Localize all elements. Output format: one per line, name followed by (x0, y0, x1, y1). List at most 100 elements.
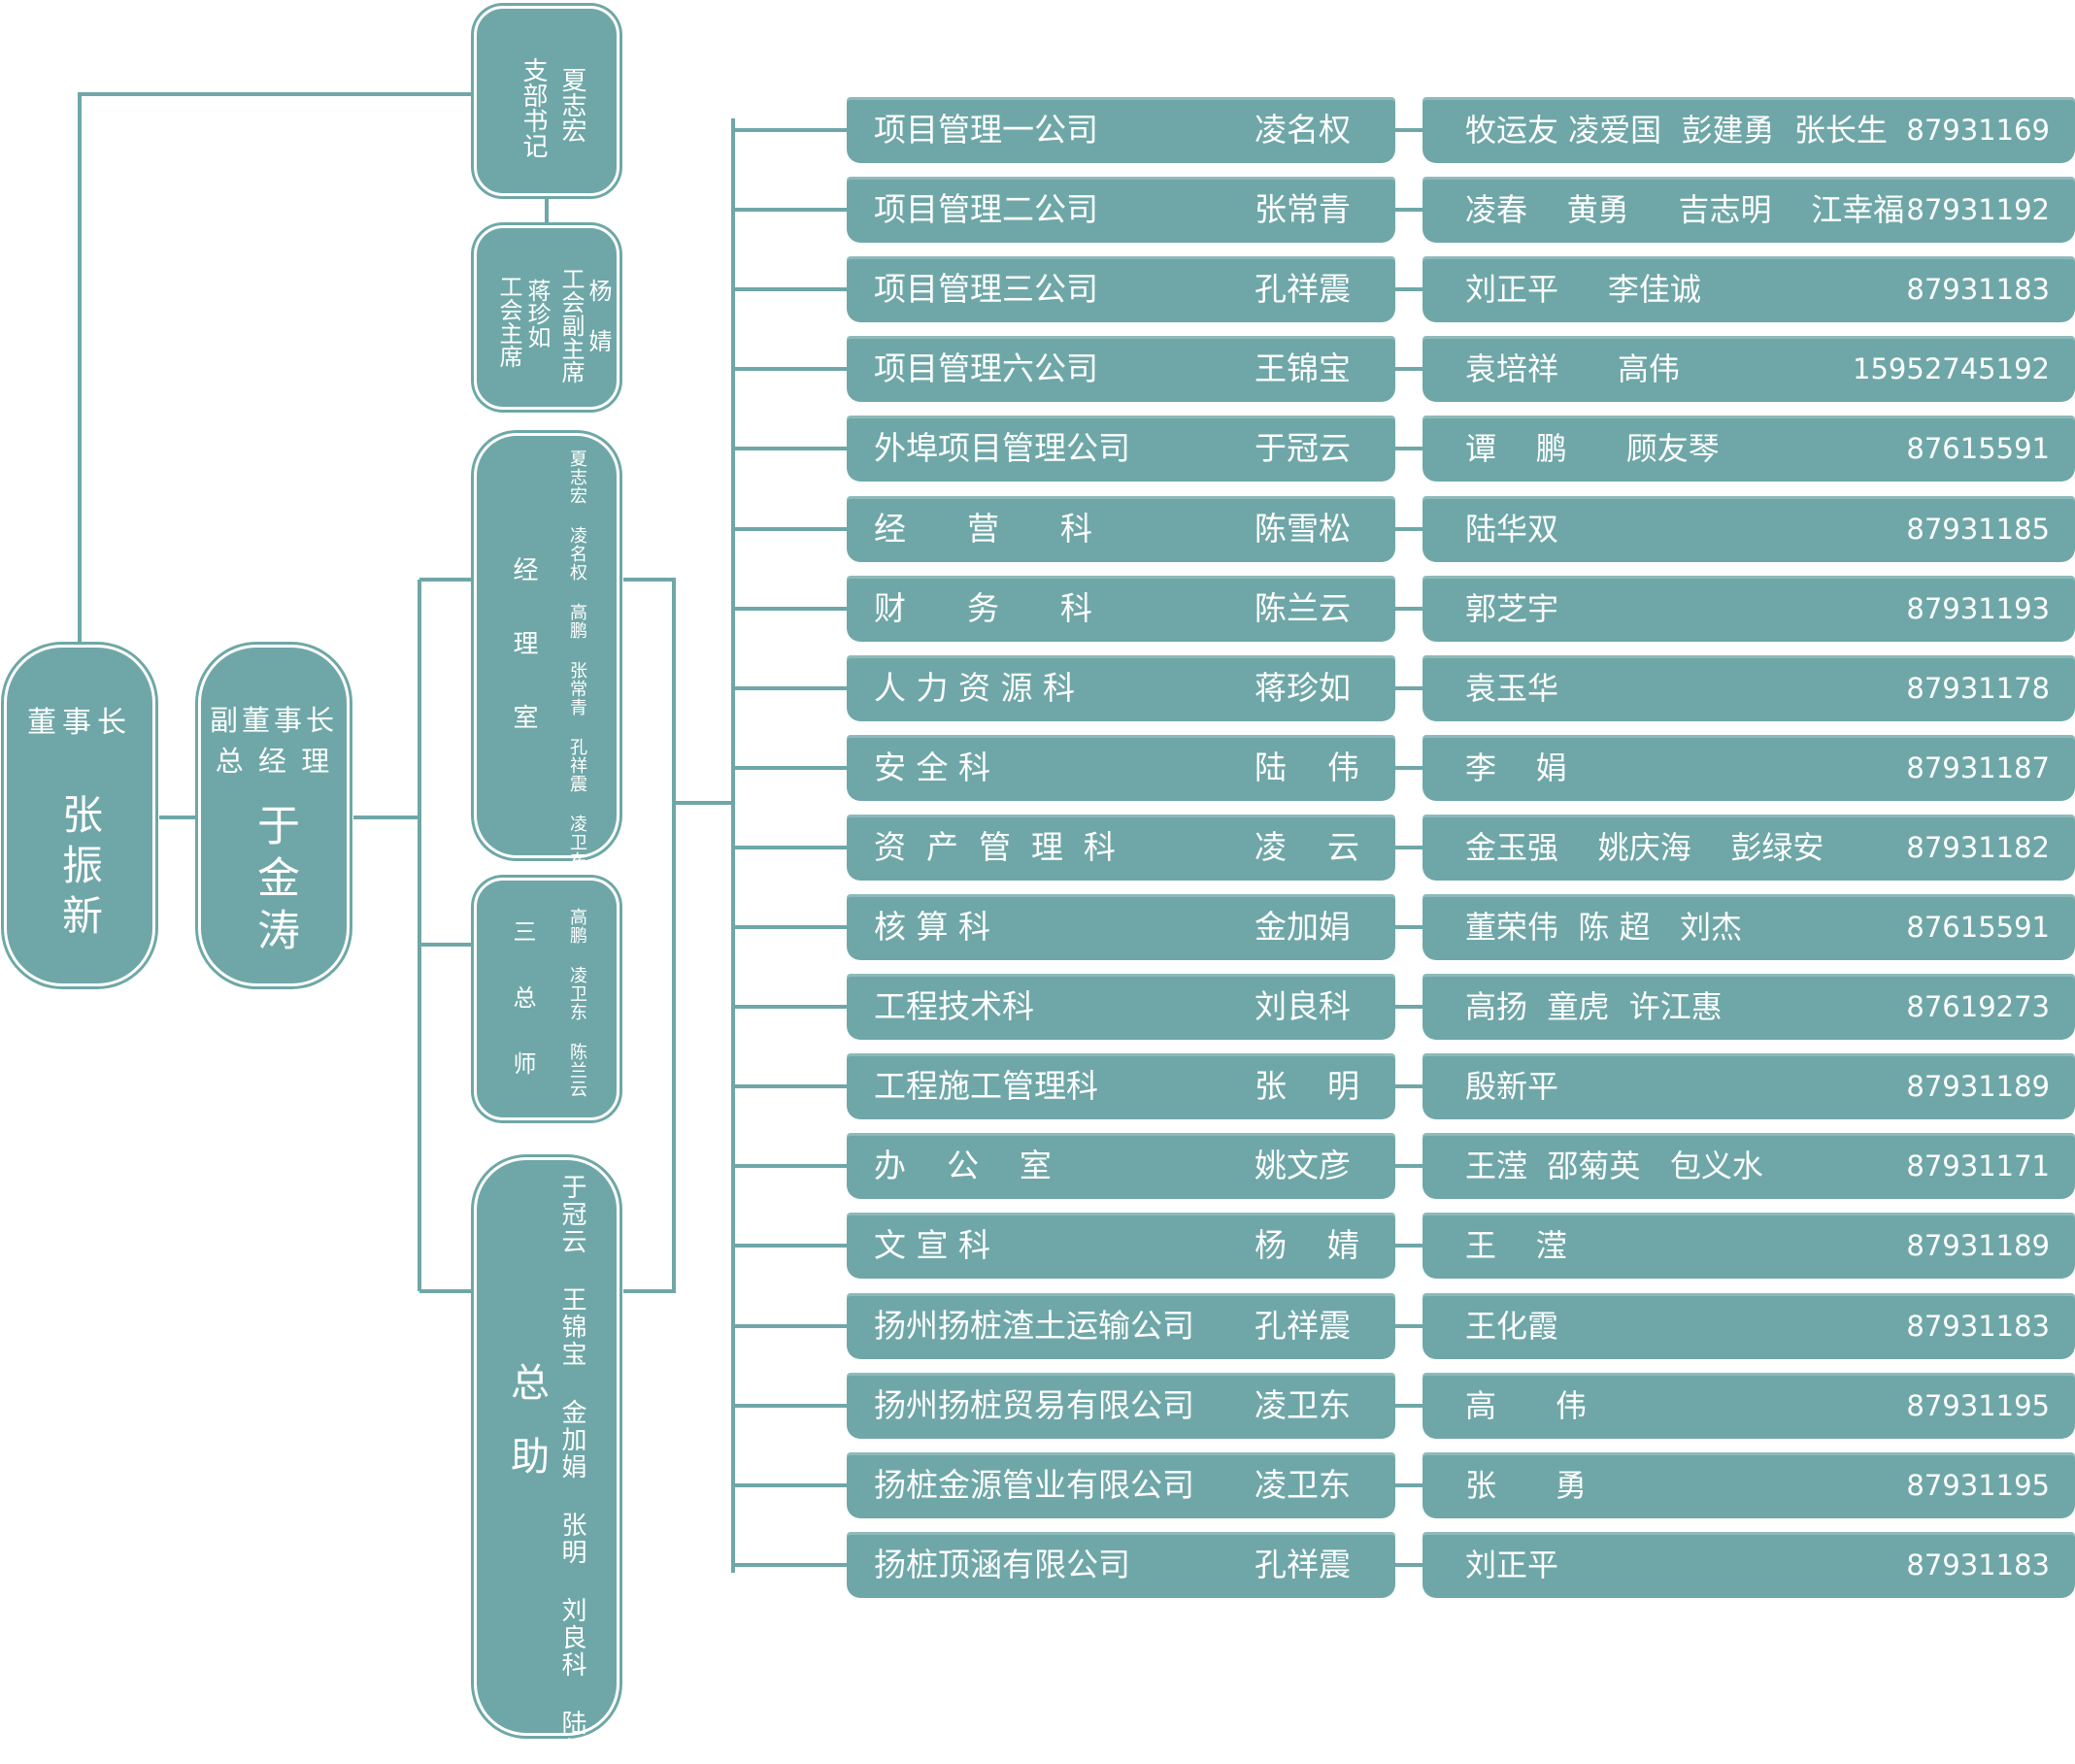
department-head: 陈兰云 (1255, 589, 1351, 627)
department-row: 核 算 科 金加娟 (847, 894, 1395, 960)
party-secretary-title: 支部书记 (519, 57, 548, 158)
department-head: 蒋珍如 (1255, 669, 1351, 707)
department-row: 办 公 室 姚文彦 (847, 1133, 1395, 1199)
department-phone: 87931192 (1906, 193, 2050, 226)
vice-chairman-title: 副董事长 (209, 704, 338, 737)
department-staff: 谭 鹏 顾友琴 (1465, 430, 1720, 467)
chairman-name: 张振新 (55, 793, 104, 945)
department-phone: 87931195 (1906, 1469, 2050, 1502)
department-row: 人 力 资 源 科蒋珍如 (847, 655, 1395, 721)
department-row: 项目管理一公司凌名权 (847, 97, 1395, 163)
department-head: 凌卫东 (1255, 1386, 1351, 1424)
department-name: 财 务 科 (874, 589, 1092, 627)
manager-office-box: 经理室 夏志宏 凌名权 高鹏 张常青 孔祥震 凌卫东 (474, 433, 619, 870)
department-name: 资 产 管 理 科 (874, 828, 1116, 866)
department-name: 工程技术科 (874, 987, 1034, 1025)
department-phone: 87615591 (1906, 432, 2050, 465)
union-box: 杨 婧 工会副主席 蒋珍如 工会主席 (474, 225, 619, 410)
department-name: 扬桩顶涵有限公司 (874, 1546, 1130, 1583)
department-phone: 87931187 (1906, 751, 2050, 784)
department-staff-row: 李 娟 87931187 (1422, 735, 2075, 801)
department-phone: 87931169 (1906, 114, 2050, 147)
manager-office-members: 夏志宏 凌名权 高鹏 张常青 孔祥震 凌卫东 (567, 449, 587, 870)
department-staff: 殷新平 (1465, 1068, 1559, 1105)
party-secretary-name: 夏志宏 (557, 67, 586, 143)
department-name: 工程施工管理科 (874, 1067, 1098, 1105)
assistants-members: 于冠云 王锦宝 金加娟 张明 刘良科 陆伟 (557, 1174, 586, 1764)
department-row: 外埠项目管理公司于冠云 (847, 416, 1395, 482)
department-head: 陈雪松 (1255, 510, 1351, 548)
department-head: 孔祥震 (1255, 270, 1351, 308)
department-staff: 凌春 黄勇 吉志明 江幸福 (1465, 191, 1905, 228)
department-head: 凌卫东 (1255, 1466, 1351, 1504)
department-phone: 87931182 (1906, 831, 2050, 864)
department-head: 陆 伟 (1255, 749, 1359, 786)
department-staff: 金玉强 姚庆海 彭绿安 (1465, 829, 1824, 866)
department-row: 资 产 管 理 科凌 云 (847, 815, 1395, 881)
department-name: 办 公 室 (874, 1147, 1052, 1184)
department-staff: 牧运友 凌爱国 彭建勇 张长生 (1465, 112, 1888, 149)
department-phone: 87931189 (1906, 1070, 2050, 1103)
vice-chairman-box: 副董事长 总 经 理 于金涛 (198, 645, 350, 986)
department-row: 扬桩顶涵有限公司 孔祥震 (847, 1532, 1395, 1598)
department-name: 安 全 科 (874, 749, 990, 786)
three-chiefs-title: 三总师 (509, 919, 536, 1117)
department-head: 姚文彦 (1255, 1147, 1351, 1184)
department-name: 外埠项目管理公司 (874, 429, 1130, 467)
department-row: 扬桩金源管业有限公司凌卫东 (847, 1452, 1395, 1518)
department-phone: 15952745192 (1853, 352, 2050, 385)
department-staff: 张 勇 (1465, 1467, 1588, 1504)
department-staff: 刘正平 (1465, 1547, 1559, 1583)
department-staff-row: 牧运友 凌爱国 彭建勇 张长生 87931169 (1422, 97, 2075, 163)
department-phone: 87931193 (1906, 592, 2050, 625)
department-phone: 87615591 (1906, 911, 2050, 944)
department-name: 扬州扬桩贸易有限公司 (874, 1386, 1194, 1424)
department-phone: 87931189 (1906, 1229, 2050, 1262)
assistants-title: 总助 (504, 1362, 549, 1510)
department-row: 项目管理六公司王锦宝 (847, 336, 1395, 402)
department-staff-row: 金玉强 姚庆海 彭绿安 87931182 (1422, 815, 2075, 881)
department-head: 张 明 (1255, 1067, 1359, 1105)
department-head: 刘良科 (1255, 987, 1351, 1025)
union-vice-chair-title: 工会副主席 (557, 267, 585, 383)
department-row: 项目管理三公司孔祥震 (847, 256, 1395, 322)
department-staff: 王 滢 (1465, 1227, 1567, 1264)
department-phone: 87619273 (1906, 990, 2050, 1023)
department-head: 金加娟 (1255, 908, 1351, 946)
department-phone: 87931183 (1906, 1310, 2050, 1343)
department-head: 孔祥震 (1255, 1546, 1351, 1583)
department-name: 文 宣 科 (874, 1226, 990, 1264)
department-row: 工程技术科 刘良科 (847, 974, 1395, 1040)
department-row: 扬州扬桩贸易有限公司 凌卫东 (847, 1373, 1395, 1439)
department-staff: 李 娟 (1465, 749, 1567, 786)
manager-office-title: 经理室 (509, 556, 538, 778)
department-name: 经 营 科 (874, 510, 1092, 548)
department-staff: 王滢 邵菊英 包义水 (1465, 1148, 1763, 1184)
chairman-title: 董事长 (27, 706, 132, 740)
department-row: 工程施工管理科 张 明 (847, 1053, 1395, 1119)
department-staff-row: 张 勇 87931195 (1422, 1452, 2075, 1518)
department-head: 凌名权 (1255, 111, 1351, 149)
three-chiefs-box: 三总师 高鹏 凌卫东 陈兰云 (474, 878, 619, 1120)
union-chair-name: 蒋珍如 (523, 279, 551, 349)
department-name: 核 算 科 (874, 908, 990, 946)
union-vice-chair-name: 杨 婧 (585, 279, 612, 352)
department-row: 财 务 科 陈兰云 (847, 576, 1395, 642)
union-chair-title: 工会主席 (495, 275, 522, 368)
department-staff: 高扬 童虎 许江惠 (1465, 988, 1723, 1025)
department-head: 孔祥震 (1255, 1307, 1351, 1345)
department-staff-row: 殷新平 87931189 (1422, 1053, 2075, 1119)
chairman-box: 董事长 张振新 (4, 645, 155, 986)
department-row: 经 营 科 陈雪松 (847, 496, 1395, 562)
department-staff: 郭芝宇 (1465, 590, 1559, 627)
